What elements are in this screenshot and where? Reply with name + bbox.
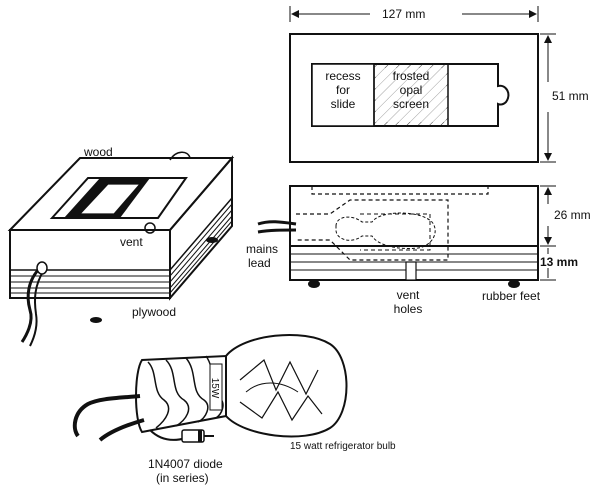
label-vent: vent <box>120 235 143 249</box>
perspective-mains-cable <box>20 261 48 347</box>
filament-upper <box>239 359 319 396</box>
recess-label-3: slide <box>331 97 356 111</box>
foot-back <box>206 237 218 243</box>
label-wood: wood <box>83 145 113 159</box>
label-plywood: plywood <box>132 305 176 319</box>
slide-recess <box>311 63 510 127</box>
side-vent-hole <box>405 261 417 281</box>
label-mains: mains <box>246 242 278 256</box>
diode-band <box>198 430 202 442</box>
dimension-height: 51 mm <box>552 89 589 103</box>
screen-label-1: frosted <box>393 69 430 83</box>
filament-lower <box>239 390 323 422</box>
hidden-cavity <box>296 199 449 261</box>
label-rubber-feet: rubber feet <box>482 289 541 303</box>
bulb-marking: 15W <box>209 378 220 399</box>
dimension-width: 127 mm <box>382 7 425 21</box>
label-bulb: 15 watt refrigerator bulb <box>290 441 396 452</box>
recess-label-2: for <box>336 83 350 97</box>
bulb-detail: 15W 15 watt refrigerator bulb 1N4007 dio… <box>72 333 396 485</box>
perspective-view: wood vent plywood <box>7 145 235 347</box>
recess-area <box>311 63 375 127</box>
side-view: 26 mm 13 mm mains lead vent holes rubber… <box>246 185 591 316</box>
recess-label-1: recess <box>325 69 360 83</box>
dimension-upper: 26 mm <box>554 208 591 222</box>
top-view-outline <box>289 33 539 163</box>
bulb-screw-base: 15W <box>135 354 227 434</box>
side-mains-cable <box>257 220 297 234</box>
foot-front <box>90 317 102 323</box>
foot-right <box>508 280 520 288</box>
label-vent-holes-1: vent <box>397 288 420 302</box>
vent-hole <box>144 222 156 234</box>
hidden-bulb <box>335 212 436 249</box>
finger-notch <box>169 151 191 161</box>
label-vent-holes-2: holes <box>394 302 423 316</box>
dimension-lower: 13 mm <box>540 255 578 269</box>
label-lead: lead <box>248 256 271 270</box>
label-diode-2: (in series) <box>156 471 209 485</box>
top-view: 127 mm recess for slide frosted opal scr… <box>289 6 589 163</box>
label-diode-1: 1N4007 diode <box>148 457 223 471</box>
screen-label-2: opal <box>400 83 423 97</box>
foot-left <box>308 280 320 288</box>
top-screen-opening <box>78 183 142 215</box>
screen-label-3: screen <box>393 97 429 111</box>
